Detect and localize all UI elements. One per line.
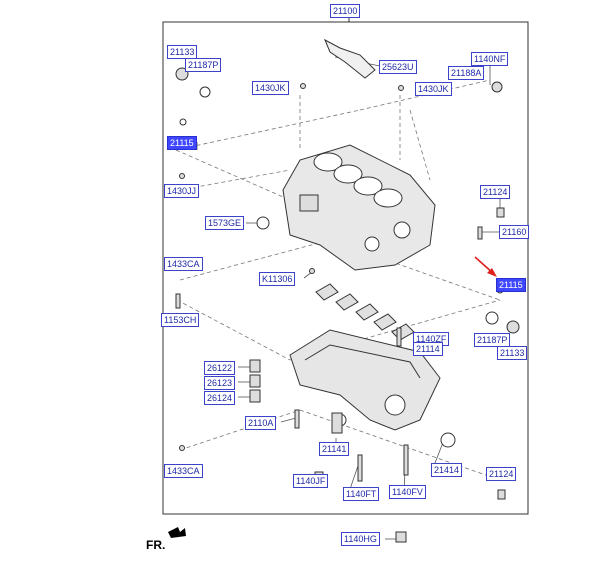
part-label-21187p-right[interactable]: 21187P — [474, 333, 511, 347]
part-label-21124-lower[interactable]: 21124 — [486, 467, 517, 481]
part-label-26124[interactable]: 26124 — [204, 391, 236, 405]
part-label-21114[interactable]: 21114 — [413, 342, 443, 356]
part-label-1573ge[interactable]: 1573GE — [205, 216, 245, 230]
part-label-21100[interactable]: 21100 — [330, 4, 361, 18]
part-label-1140nf[interactable]: 1140NF — [471, 52, 509, 66]
part-label-21187p[interactable]: 21187P — [185, 58, 222, 72]
part-label-21115-highlight-right[interactable]: 21115 — [496, 278, 526, 292]
part-label-26122[interactable]: 26122 — [204, 361, 236, 375]
small-parts — [175, 38, 520, 543]
part-label-21124[interactable]: 21124 — [480, 185, 511, 199]
part-label-25623u[interactable]: 25623U — [379, 60, 417, 74]
front-direction-icon — [168, 527, 186, 538]
part-label-21115-highlight[interactable]: 21115 — [167, 136, 197, 150]
front-direction-label: FR. — [146, 538, 166, 552]
part-label-k11306[interactable]: K11306 — [259, 272, 296, 286]
part-label-21133-right[interactable]: 21133 — [497, 346, 528, 360]
part-label-21188a[interactable]: 21188A — [448, 66, 485, 80]
part-label-21414[interactable]: 21414 — [431, 463, 463, 477]
part-label-1430jk-right[interactable]: 1430JK — [415, 82, 452, 96]
part-label-1140hg[interactable]: 1140HG — [341, 532, 380, 546]
part-label-1153ch[interactable]: 1153CH — [161, 313, 200, 327]
part-label-1430jk-left[interactable]: 1430JK — [252, 81, 289, 95]
part-label-21141[interactable]: 21141 — [319, 442, 350, 456]
part-label-1140jf[interactable]: 1140JF — [293, 474, 329, 488]
highlight-arrow — [474, 256, 497, 277]
part-label-1140fv[interactable]: 1140FV — [389, 485, 426, 499]
part-label-21133[interactable]: 21133 — [167, 45, 198, 59]
diagram-frame — [162, 21, 529, 515]
part-label-1433ca[interactable]: 1433CA — [164, 257, 203, 271]
cylinder-block — [282, 144, 436, 271]
part-label-1430jj[interactable]: 1430JJ — [164, 184, 200, 198]
part-label-1433ca-lower[interactable]: 1433CA — [164, 464, 203, 478]
part-label-1140ft[interactable]: 1140FT — [343, 487, 380, 501]
part-label-26123[interactable]: 26123 — [204, 376, 236, 390]
part-label-21160[interactable]: 21160 — [499, 225, 530, 239]
part-label-2110a[interactable]: 2110A — [245, 416, 277, 430]
